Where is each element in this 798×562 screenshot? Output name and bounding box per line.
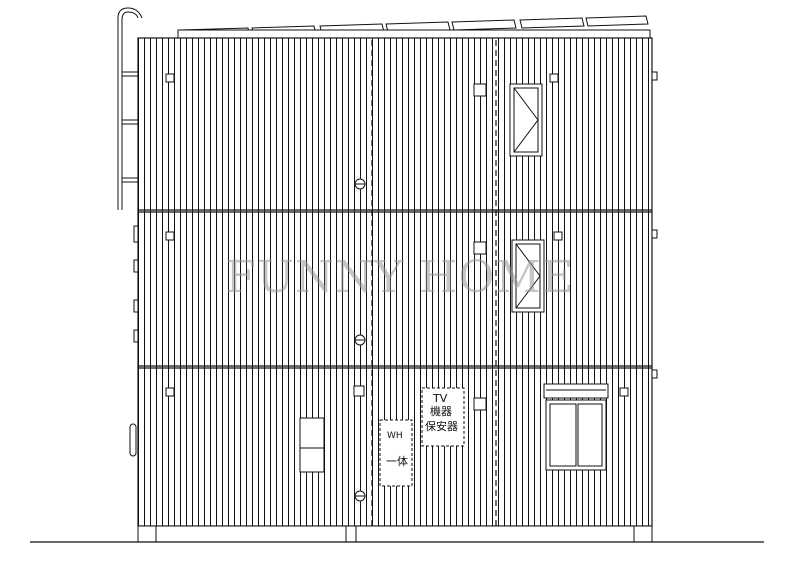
ground-window <box>543 383 609 471</box>
foundation <box>137 525 653 543</box>
small-window-left <box>299 417 325 473</box>
tv-box <box>421 387 465 447</box>
meter-panel <box>379 419 413 487</box>
floor-lines <box>138 209 652 369</box>
side-fittings <box>129 71 658 457</box>
label-tv: TV <box>433 392 448 405</box>
dashed-lines <box>371 40 497 540</box>
label-integrated: 一体 <box>386 455 408 468</box>
solar-panels <box>177 15 651 39</box>
label-protector: 保安器 <box>425 420 458 433</box>
upper-window-2 <box>511 239 545 313</box>
vents <box>165 73 629 411</box>
label-equipment: 機器 <box>430 405 452 418</box>
upper-window-1 <box>509 83 543 157</box>
round-vents <box>354 178 366 502</box>
drain-pipe <box>117 7 143 210</box>
label-wh: WH <box>387 431 403 441</box>
